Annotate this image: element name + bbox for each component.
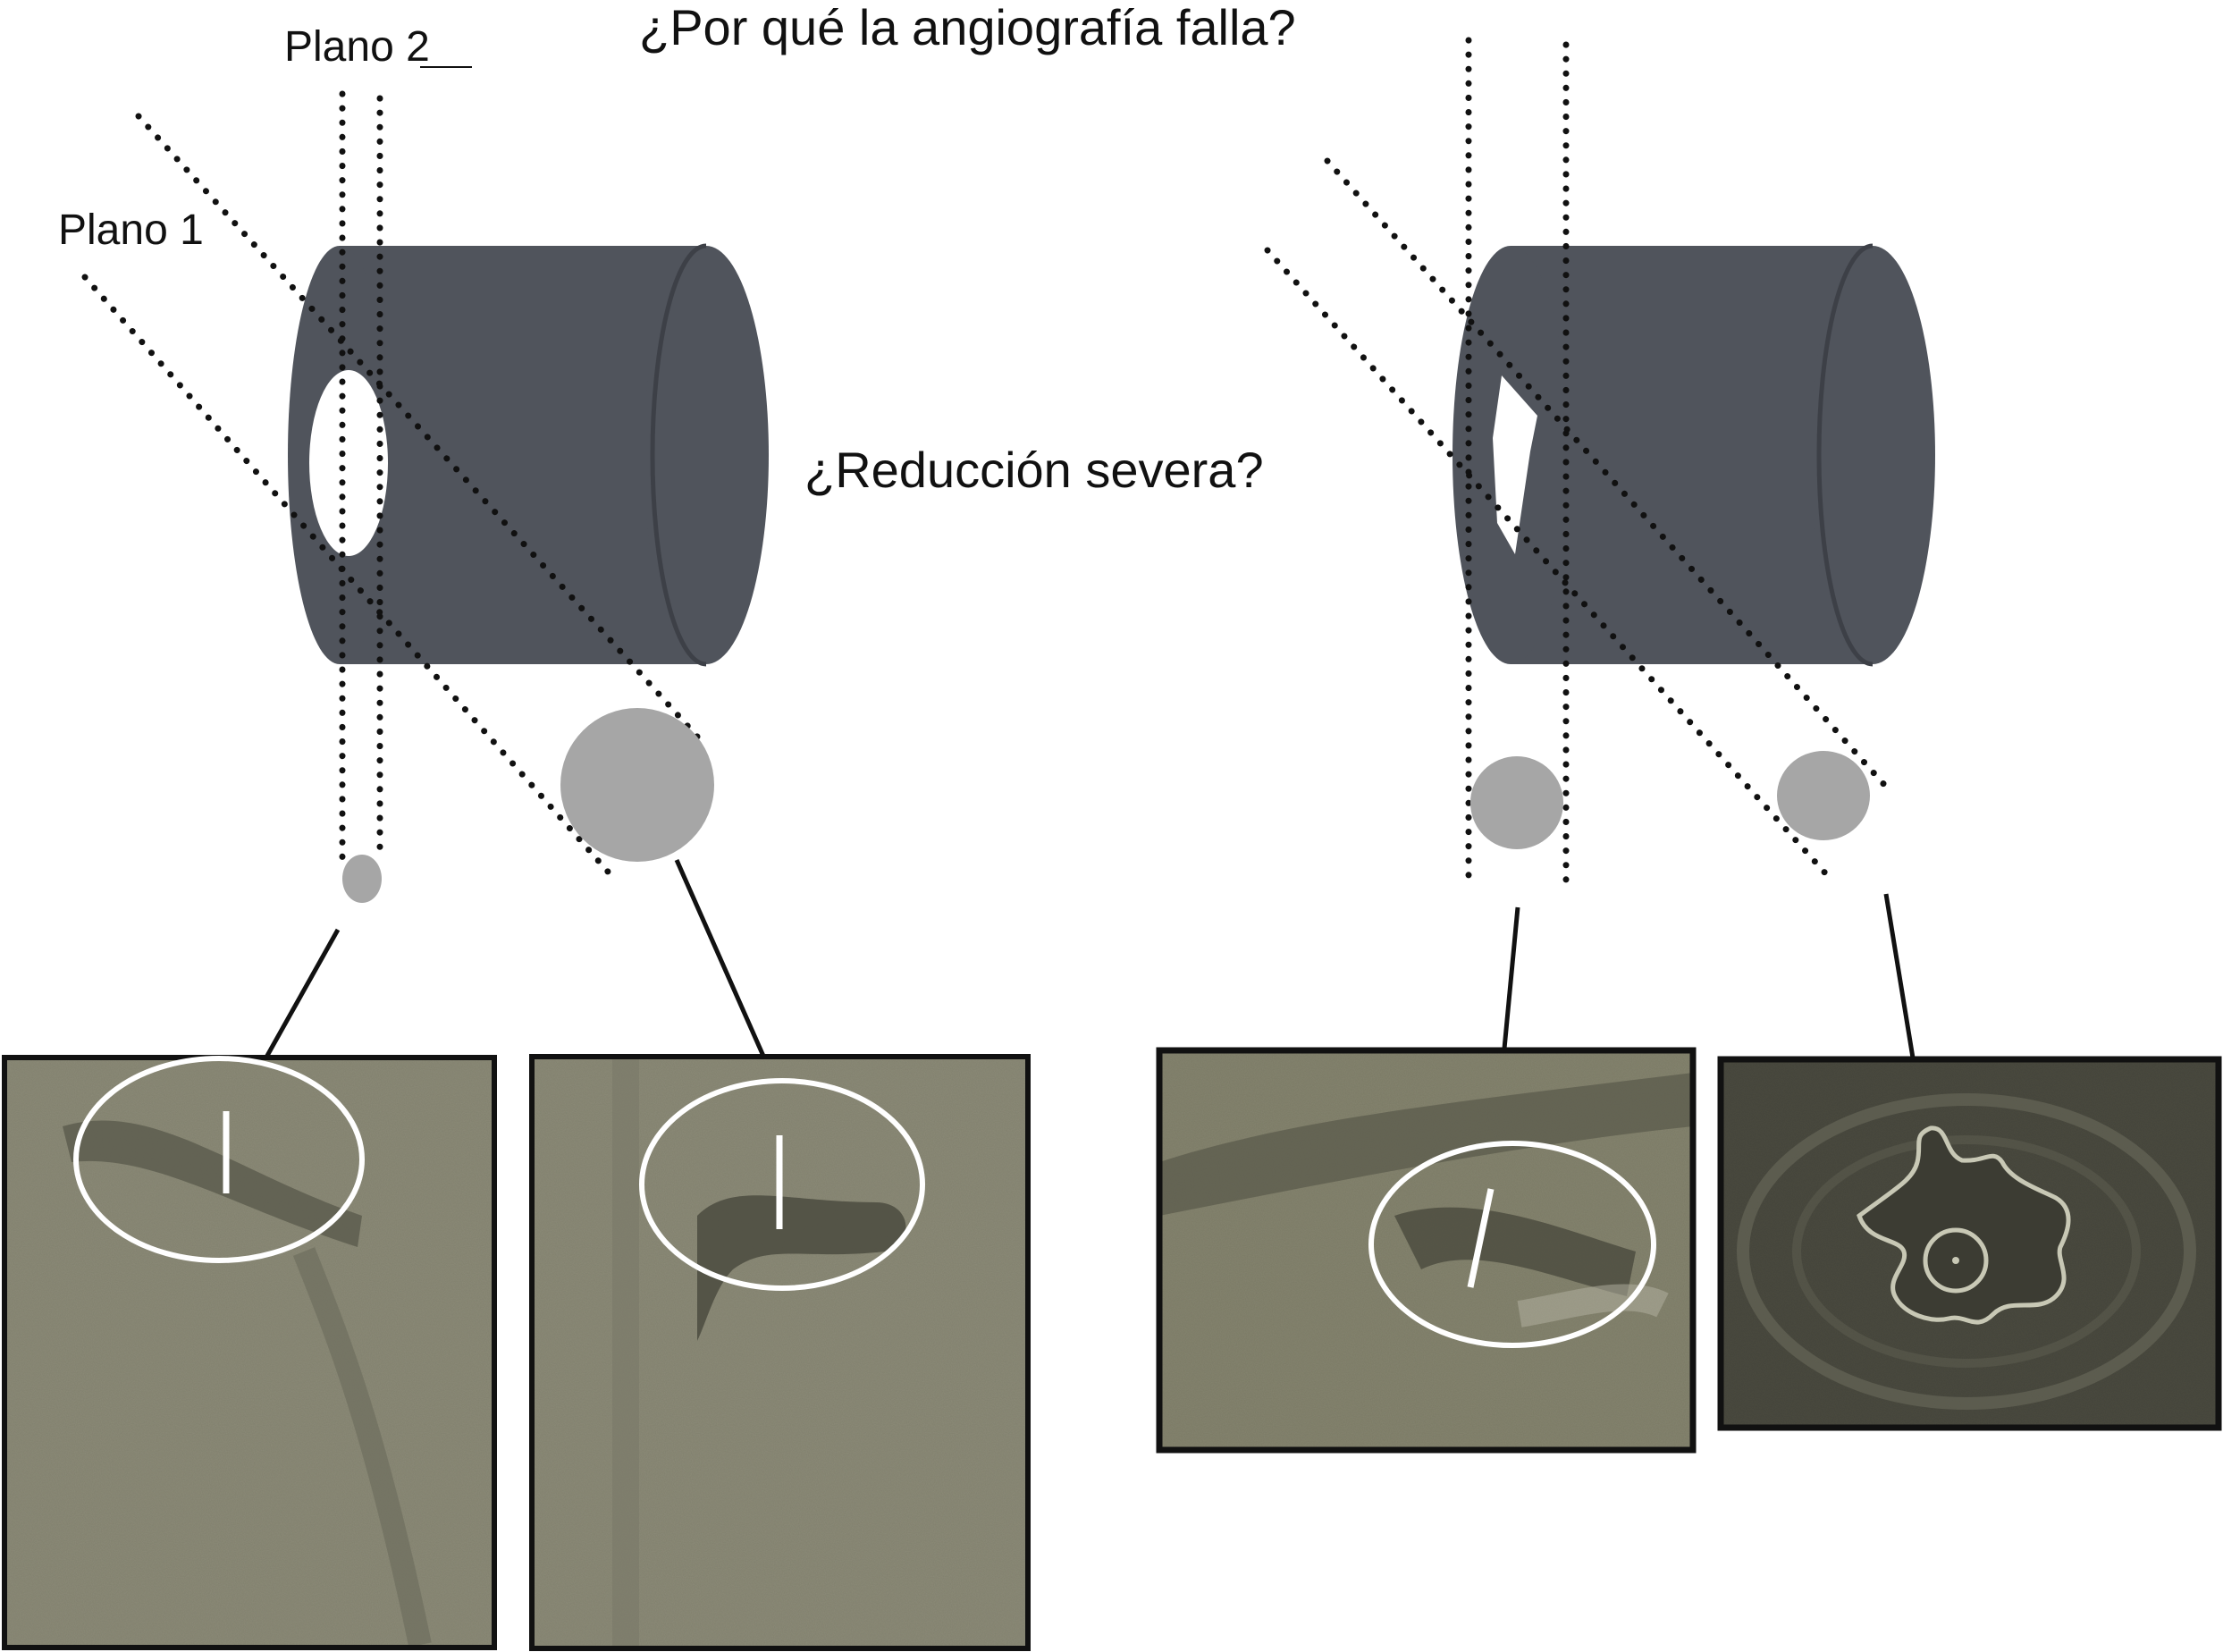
plane-2-label: Plano 2 <box>284 23 430 71</box>
plane-1-label: Plano 1 <box>58 206 204 254</box>
vessel-lumen-circular <box>309 370 388 556</box>
angiogram-panel-eccentric <box>1159 1050 1693 1450</box>
severe-reduction-question: ¿Reducción severa? <box>804 442 1264 498</box>
title: ¿Por qué la angiografía falla? <box>639 0 1296 55</box>
ivus-cross-section-panel <box>1721 1059 2219 1428</box>
vessel-front-end <box>1810 246 1935 664</box>
projection-dot-icon <box>1777 751 1870 840</box>
vessel-right <box>1453 246 1935 664</box>
vessel-front-end <box>644 246 769 664</box>
angiogram-panel-plane-2 <box>4 1058 494 1648</box>
projection-large-dot <box>560 708 714 862</box>
vessel-left <box>288 246 769 664</box>
angiogram-panel-plane-1 <box>532 1057 1028 1648</box>
projection-small-dot <box>342 855 382 903</box>
projection-dot-icon <box>1470 756 1563 849</box>
